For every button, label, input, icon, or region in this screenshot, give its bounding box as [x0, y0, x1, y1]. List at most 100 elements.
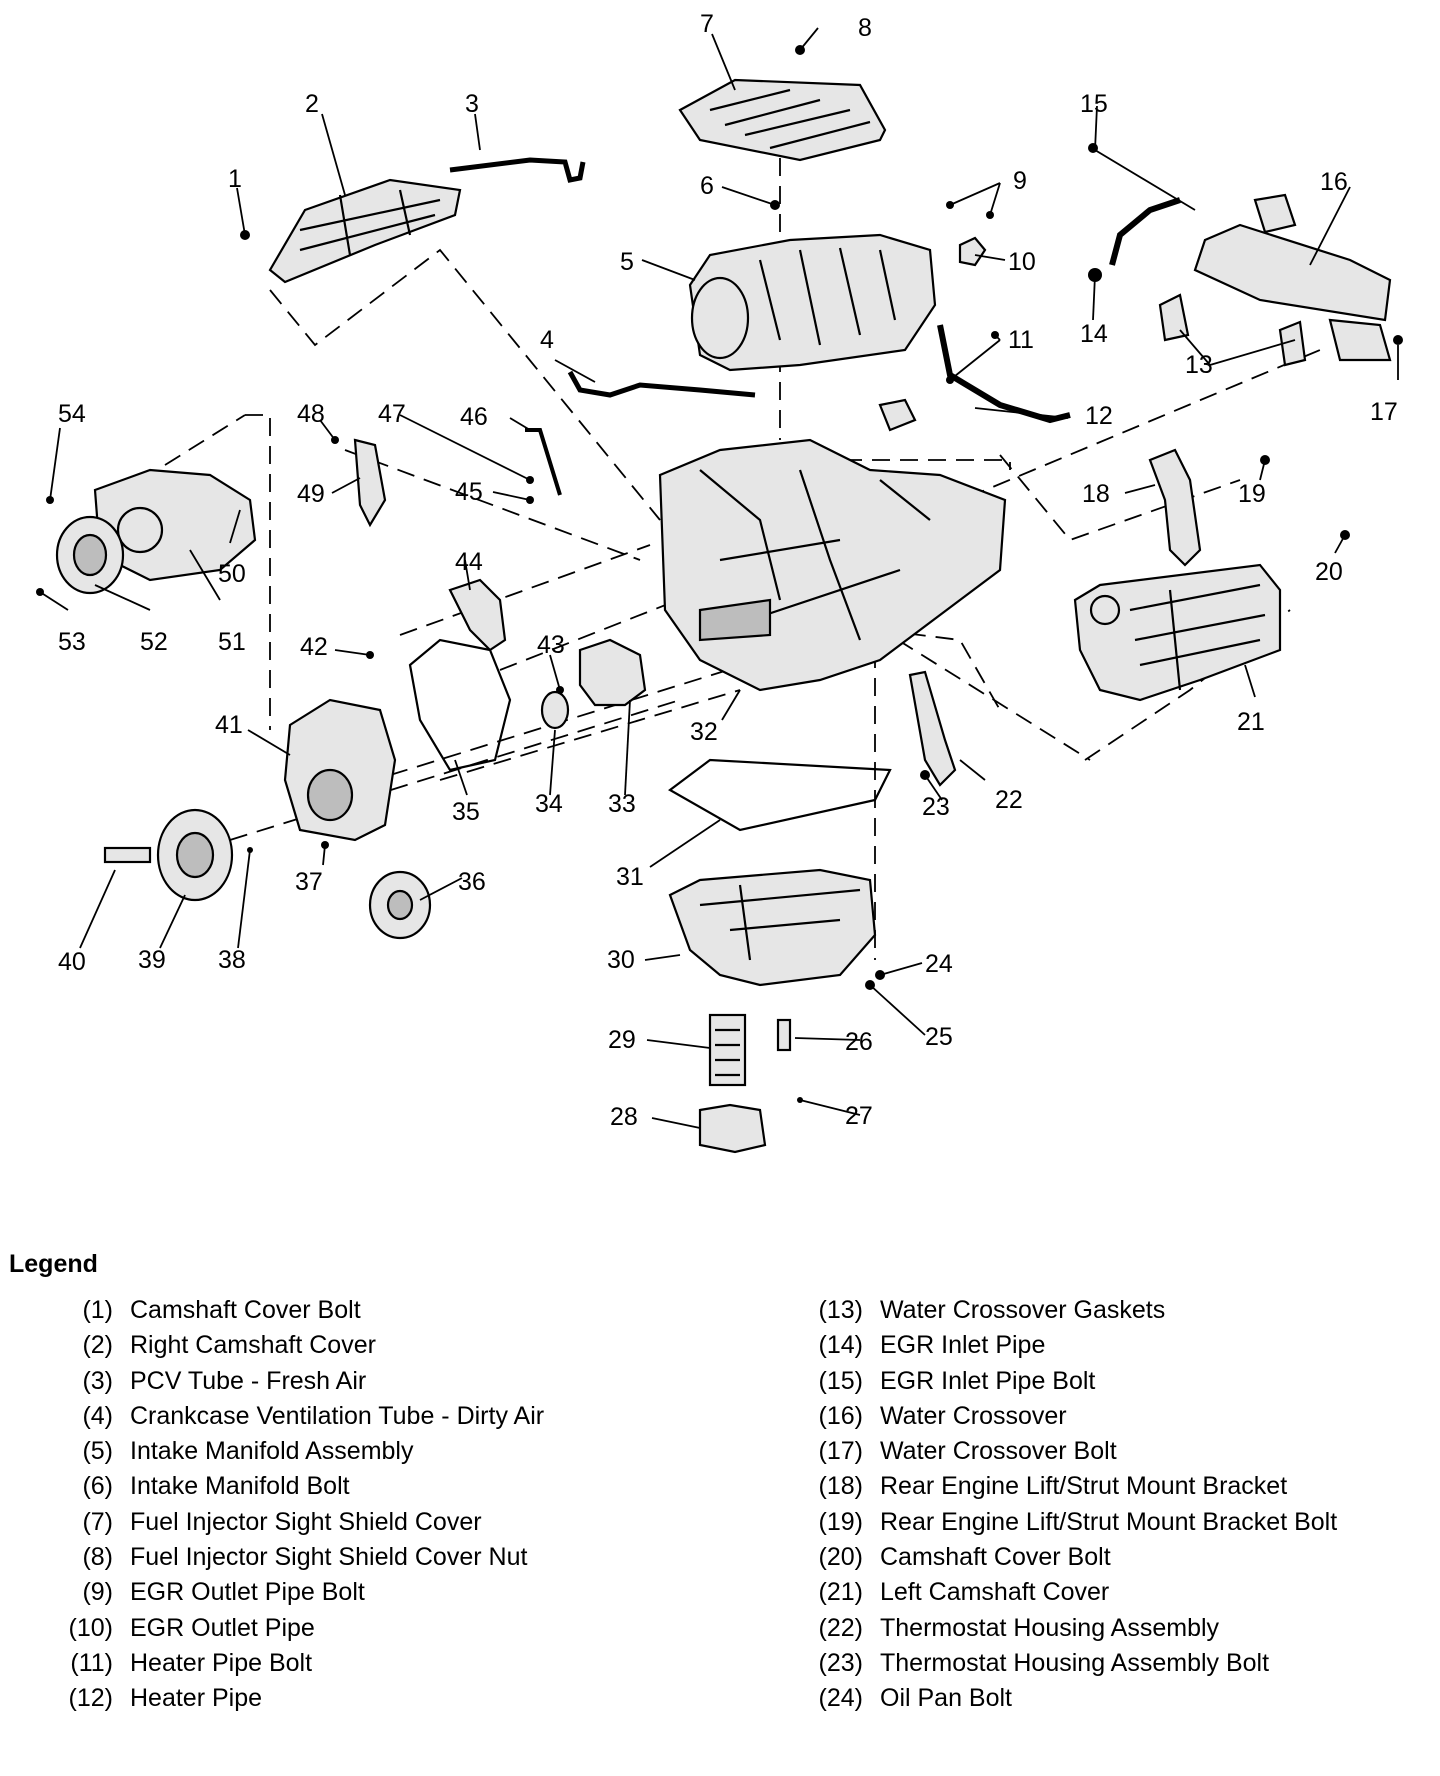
engine-exploded-diagram: 1 2 3 4 5 6 7 8 9 10 11 12 13 14 15 16 1… — [36, 10, 1403, 1154]
callout-23: 23 — [922, 793, 950, 821]
legend-column-right: (13) Water Crossover Gaskets (14)EGR Inlet… — [808, 1296, 1428, 1720]
legend-item-text: Heater Pipe Bolt — [130, 1648, 313, 1677]
legend-item-text: Fuel Injector Sight Shield Cover Nut — [130, 1543, 528, 1572]
callout-13: 13 — [1185, 351, 1213, 379]
legend-item-text: Camshaft Cover Bolt — [130, 1296, 361, 1324]
legend-item-number: (22) — [818, 1613, 863, 1642]
legend-item-text: Crankcase Ventilation Tube - Dirty Air — [130, 1401, 545, 1430]
callout-4: 4 — [540, 326, 554, 354]
callout-3: 3 — [465, 90, 479, 118]
callout-46: 46 — [460, 403, 488, 431]
legend-item-text: Intake Manifold Assembly — [130, 1437, 414, 1466]
crank-seal-shape — [540, 690, 570, 730]
heater-pipe-shape — [937, 324, 1071, 424]
oil-pump-shape — [578, 638, 647, 707]
legend-item-text: EGR Inlet Pipe Bolt — [880, 1366, 1096, 1395]
right-camshaft-cover-shape — [268, 178, 462, 284]
callout-9: 9 — [1013, 167, 1027, 195]
legend-item: (22) Thermostat Housing Assembly — [808, 1614, 1428, 1649]
legend-item: (24)Oil Pan Bolt — [808, 1684, 1428, 1719]
callout-32: 32 — [690, 718, 718, 746]
legend-item-text: PCV Tube - Fresh Air — [130, 1366, 367, 1395]
callout-43: 43 — [537, 631, 565, 659]
callout-47: 47 — [378, 400, 406, 428]
legend-item-text: EGR Outlet Pipe — [130, 1613, 315, 1642]
callout-24: 24 — [925, 950, 953, 978]
legend-column-left: (1)Camshaft Cover Bolt(2)Right Camshaft … — [58, 1296, 758, 1720]
tensioner-shape — [448, 578, 507, 652]
legend-item: (2) Right Camshaft Cover — [58, 1331, 758, 1366]
legend-item-number: (13) — [818, 1296, 863, 1324]
engine-parts — [55, 78, 1392, 1154]
legend-item: (21)Left Camshaft Cover — [808, 1578, 1428, 1613]
legend-item: (12)Heater Pipe — [58, 1684, 758, 1719]
thermostat-housing-shape — [908, 670, 957, 787]
legend-item-text: Oil Pan Bolt — [880, 1684, 1013, 1713]
legend-item: (14)EGR Inlet Pipe — [808, 1331, 1428, 1366]
legend-item-text: Thermostat Housing Assembly — [880, 1613, 1220, 1642]
legend-item-number: (9) — [82, 1578, 113, 1607]
callout-29: 29 — [608, 1026, 636, 1054]
callout-39: 39 — [138, 946, 166, 974]
legend-item-text: Water Crossover Bolt — [880, 1437, 1117, 1466]
legend-item-text: Intake Manifold Bolt — [130, 1472, 350, 1501]
oil-pan-gasket-shape — [668, 758, 892, 832]
legend-title: Legend — [9, 1250, 98, 1278]
callout-35: 35 — [452, 798, 480, 826]
legend-item-text: EGR Inlet Pipe — [880, 1331, 1046, 1360]
rear-lift-bracket-shape — [1148, 448, 1202, 567]
legend-item-number: (11) — [70, 1648, 113, 1677]
callout-12: 12 — [1085, 402, 1113, 430]
oil-pan-shape — [668, 868, 877, 987]
legend-item: (5)Intake Manifold Assembly — [58, 1437, 758, 1472]
legend-item-number: (15) — [818, 1366, 863, 1395]
legend-item: (20)Camshaft Cover Bolt — [808, 1543, 1428, 1578]
legend-item: (7) Fuel Injector Sight Shield Cover — [58, 1508, 758, 1543]
legend-item: (23)Thermostat Housing Assembly Bolt — [808, 1649, 1428, 1684]
legend-item-text: Thermostat Housing Assembly Bolt — [880, 1648, 1270, 1677]
legend-item-text: Fuel Injector Sight Shield Cover — [130, 1507, 482, 1536]
legend-item-text: Camshaft Cover Bolt — [880, 1543, 1111, 1572]
legend-item-number: (10) — [68, 1613, 113, 1642]
legend-item-number: (8) — [82, 1543, 113, 1572]
callout-52: 52 — [140, 628, 168, 656]
callout-19: 19 — [1238, 480, 1266, 508]
callout-27: 27 — [845, 1102, 873, 1130]
callout-21: 21 — [1237, 708, 1265, 736]
legend-item-number: (2) — [82, 1331, 113, 1360]
legend-item: (6) Intake Manifold Bolt — [58, 1472, 758, 1507]
water-crossover-shape — [1193, 223, 1392, 322]
callout-5: 5 — [620, 248, 634, 276]
callout-54: 54 — [58, 400, 86, 428]
legend-item-text: Right Camshaft Cover — [130, 1331, 376, 1360]
legend-item: (10) EGR Outlet Pipe — [58, 1614, 758, 1649]
egr-inlet-pipe-shape — [1109, 197, 1181, 266]
callout-7: 7 — [700, 10, 714, 38]
legend-item: (3)PCV Tube - Fresh Air — [58, 1367, 758, 1402]
callout-42: 42 — [300, 633, 328, 661]
callout-53: 53 — [58, 628, 86, 656]
callout-36: 36 — [458, 868, 486, 896]
legend-item-text: Rear Engine Lift/Strut Mount Bracket — [880, 1472, 1288, 1501]
engine-front-cover-shape — [283, 698, 397, 842]
legend-item-number: (7) — [82, 1507, 113, 1536]
fasteners — [36, 45, 1403, 1103]
legend-item-number: (6) — [82, 1472, 113, 1501]
water-pump-shape — [116, 506, 164, 554]
callout-16: 16 — [1320, 168, 1348, 196]
legend-item: (9)EGR Outlet Pipe Bolt — [58, 1578, 758, 1613]
front-cover-gasket-shape — [408, 638, 512, 772]
callout-20: 20 — [1315, 558, 1343, 586]
callout-44: 44 — [455, 548, 483, 576]
bracket-49-shape — [353, 438, 387, 528]
callout-1: 1 — [228, 165, 242, 193]
callout-labels: 1 2 3 4 5 6 7 8 9 10 11 12 13 14 15 16 1… — [58, 10, 1398, 1131]
legend-item-text: Water Crossover Gaskets — [880, 1296, 1166, 1324]
callout-40: 40 — [58, 948, 86, 976]
legend-item-number: (16) — [818, 1401, 863, 1430]
legend-item: (18)Rear Engine Lift/Strut Mount Bracket — [808, 1472, 1428, 1507]
callout-26: 26 — [845, 1028, 873, 1056]
legend-item-text: Rear Engine Lift/Strut Mount Bracket Bol… — [880, 1507, 1338, 1536]
callout-45: 45 — [455, 478, 483, 506]
legend-item-text: Heater Pipe — [130, 1684, 263, 1713]
